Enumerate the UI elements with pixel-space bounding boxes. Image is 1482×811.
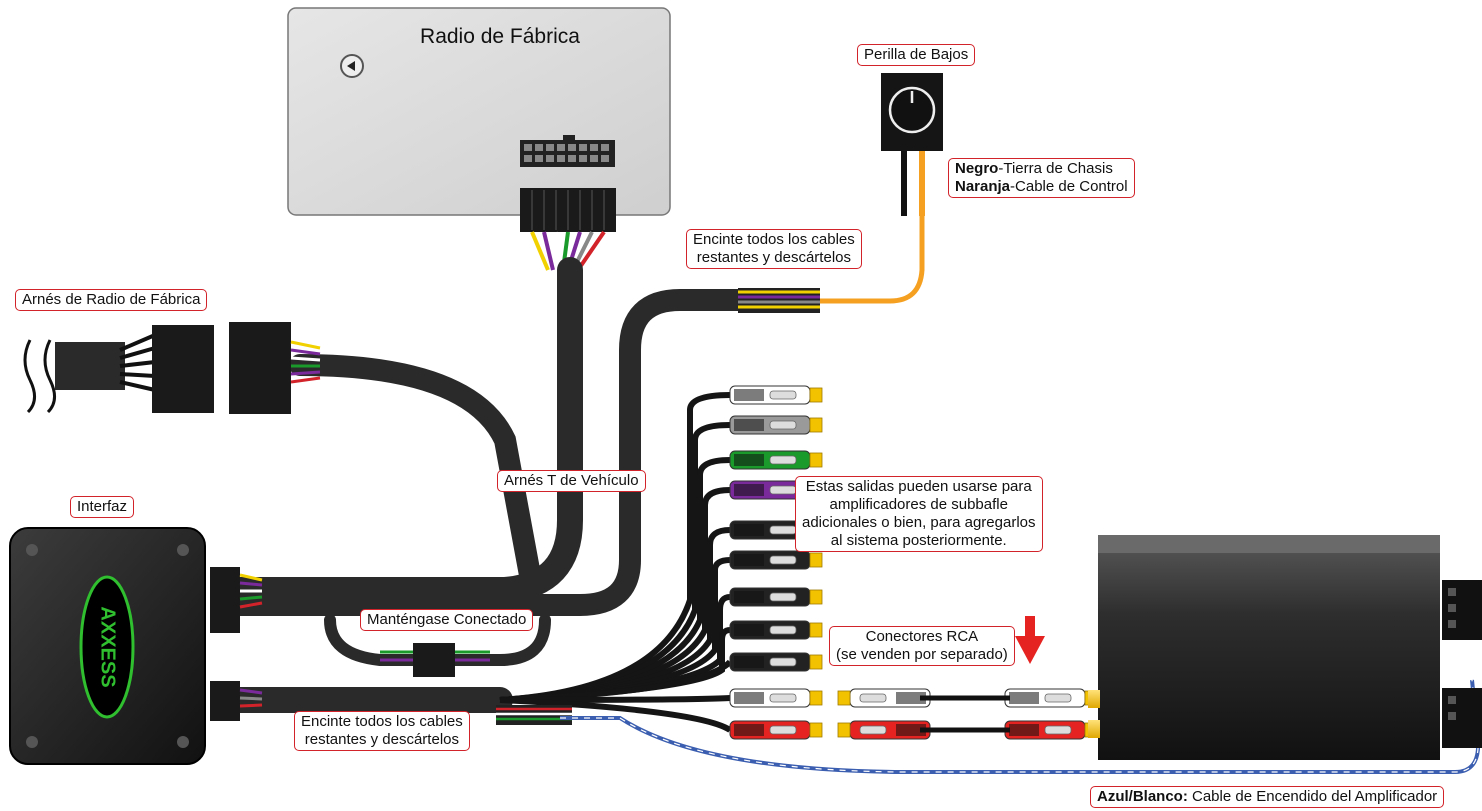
amp-wire-label: Azul/Blanco: Cable de Encendido del Ampl… — [1090, 786, 1445, 808]
interface-label: Interfaz — [70, 496, 135, 518]
rca-extension-plug-red-right — [1004, 720, 1098, 740]
tape-bottom-label: Encinte todos los cables restantes y des… — [294, 711, 470, 751]
bass-knob-label: Perilla de Bajos — [857, 44, 976, 66]
tape-bottom-line1: Encinte todos los cables — [301, 713, 463, 730]
rca-output-plug-11 — [729, 720, 823, 740]
amplifier — [1088, 535, 1482, 760]
interface-module: AXXESS — [9, 527, 206, 765]
rca-output-cables — [499, 392, 733, 733]
outputs-line4: al sistema posteriormente. — [830, 532, 1007, 549]
tape-top-line2: restantes y descártelos — [696, 249, 851, 266]
rca-connectors-label: Conectores RCA (se venden por separado) — [829, 626, 1015, 666]
t-harness-label: Arnés T de Vehículo — [497, 470, 646, 492]
tape-top-line1: Encinte todos los cables — [693, 231, 855, 248]
interface-connectors — [210, 567, 263, 721]
amp-wire-desc: Cable de Encendido del Amplificador — [1187, 788, 1438, 805]
rca-output-plug-3 — [729, 450, 823, 470]
keep-connected-plug — [380, 643, 490, 677]
rca-extension-plug-white-right — [1004, 688, 1098, 708]
factory-harness-plug — [23, 322, 321, 414]
black-wire-desc: -Tierra de Chasis — [998, 160, 1113, 177]
rca-output-plug-10 — [729, 688, 823, 708]
bass-knob — [881, 73, 943, 216]
rca-line2: (se venden por separado) — [836, 646, 1008, 663]
rca-output-plug-8 — [729, 620, 823, 640]
rca-output-plug-1 — [729, 385, 823, 405]
brand-logo: AXXESS — [97, 606, 119, 687]
rca-arrow — [1015, 616, 1045, 664]
rca-extension-cables — [920, 695, 1010, 733]
rca-line1: Conectores RCA — [865, 628, 979, 645]
orange-wire-desc: -Cable de Control — [1010, 178, 1128, 195]
rca-output-plug-6 — [729, 550, 823, 570]
t-harness-cables — [227, 257, 751, 713]
keep-connected-label: Manténgase Conectado — [360, 609, 534, 631]
outputs-line2: amplificadores de subbafle — [829, 496, 1008, 513]
rca-extension-plug-red-left — [837, 720, 931, 740]
rca-plugs — [729, 385, 1098, 740]
orange-wire-color: Naranja — [955, 178, 1011, 195]
outputs-line1: Estas salidas pueden usarse para — [805, 478, 1032, 495]
outputs-line3: adicionales o bien, para agregarlos — [802, 514, 1036, 531]
black-wire-color: Negro — [955, 160, 999, 177]
factory-harness-label: Arnés de Radio de Fábrica — [15, 289, 208, 311]
unused-wires-top — [738, 150, 925, 313]
tape-top-label: Encinte todos los cables restantes y des… — [686, 229, 862, 269]
rca-extension-plug-white-left — [837, 688, 931, 708]
tape-bottom-line2: restantes y descártelos — [304, 731, 459, 748]
rca-output-plug-2 — [729, 415, 823, 435]
rca-output-plug-7 — [729, 587, 823, 607]
amp-wire-color: Azul/Blanco: — [1097, 788, 1188, 805]
factory-radio — [287, 7, 671, 216]
knob-wires-label: Negro-Tierra de Chasis Naranja-Cable de … — [948, 158, 1135, 198]
radio-label: Radio de Fábrica — [420, 25, 580, 48]
outputs-note-label: Estas salidas pueden usarse para amplifi… — [795, 476, 1043, 552]
rca-output-plug-9 — [729, 652, 823, 672]
unused-wires-bottom — [496, 705, 572, 725]
